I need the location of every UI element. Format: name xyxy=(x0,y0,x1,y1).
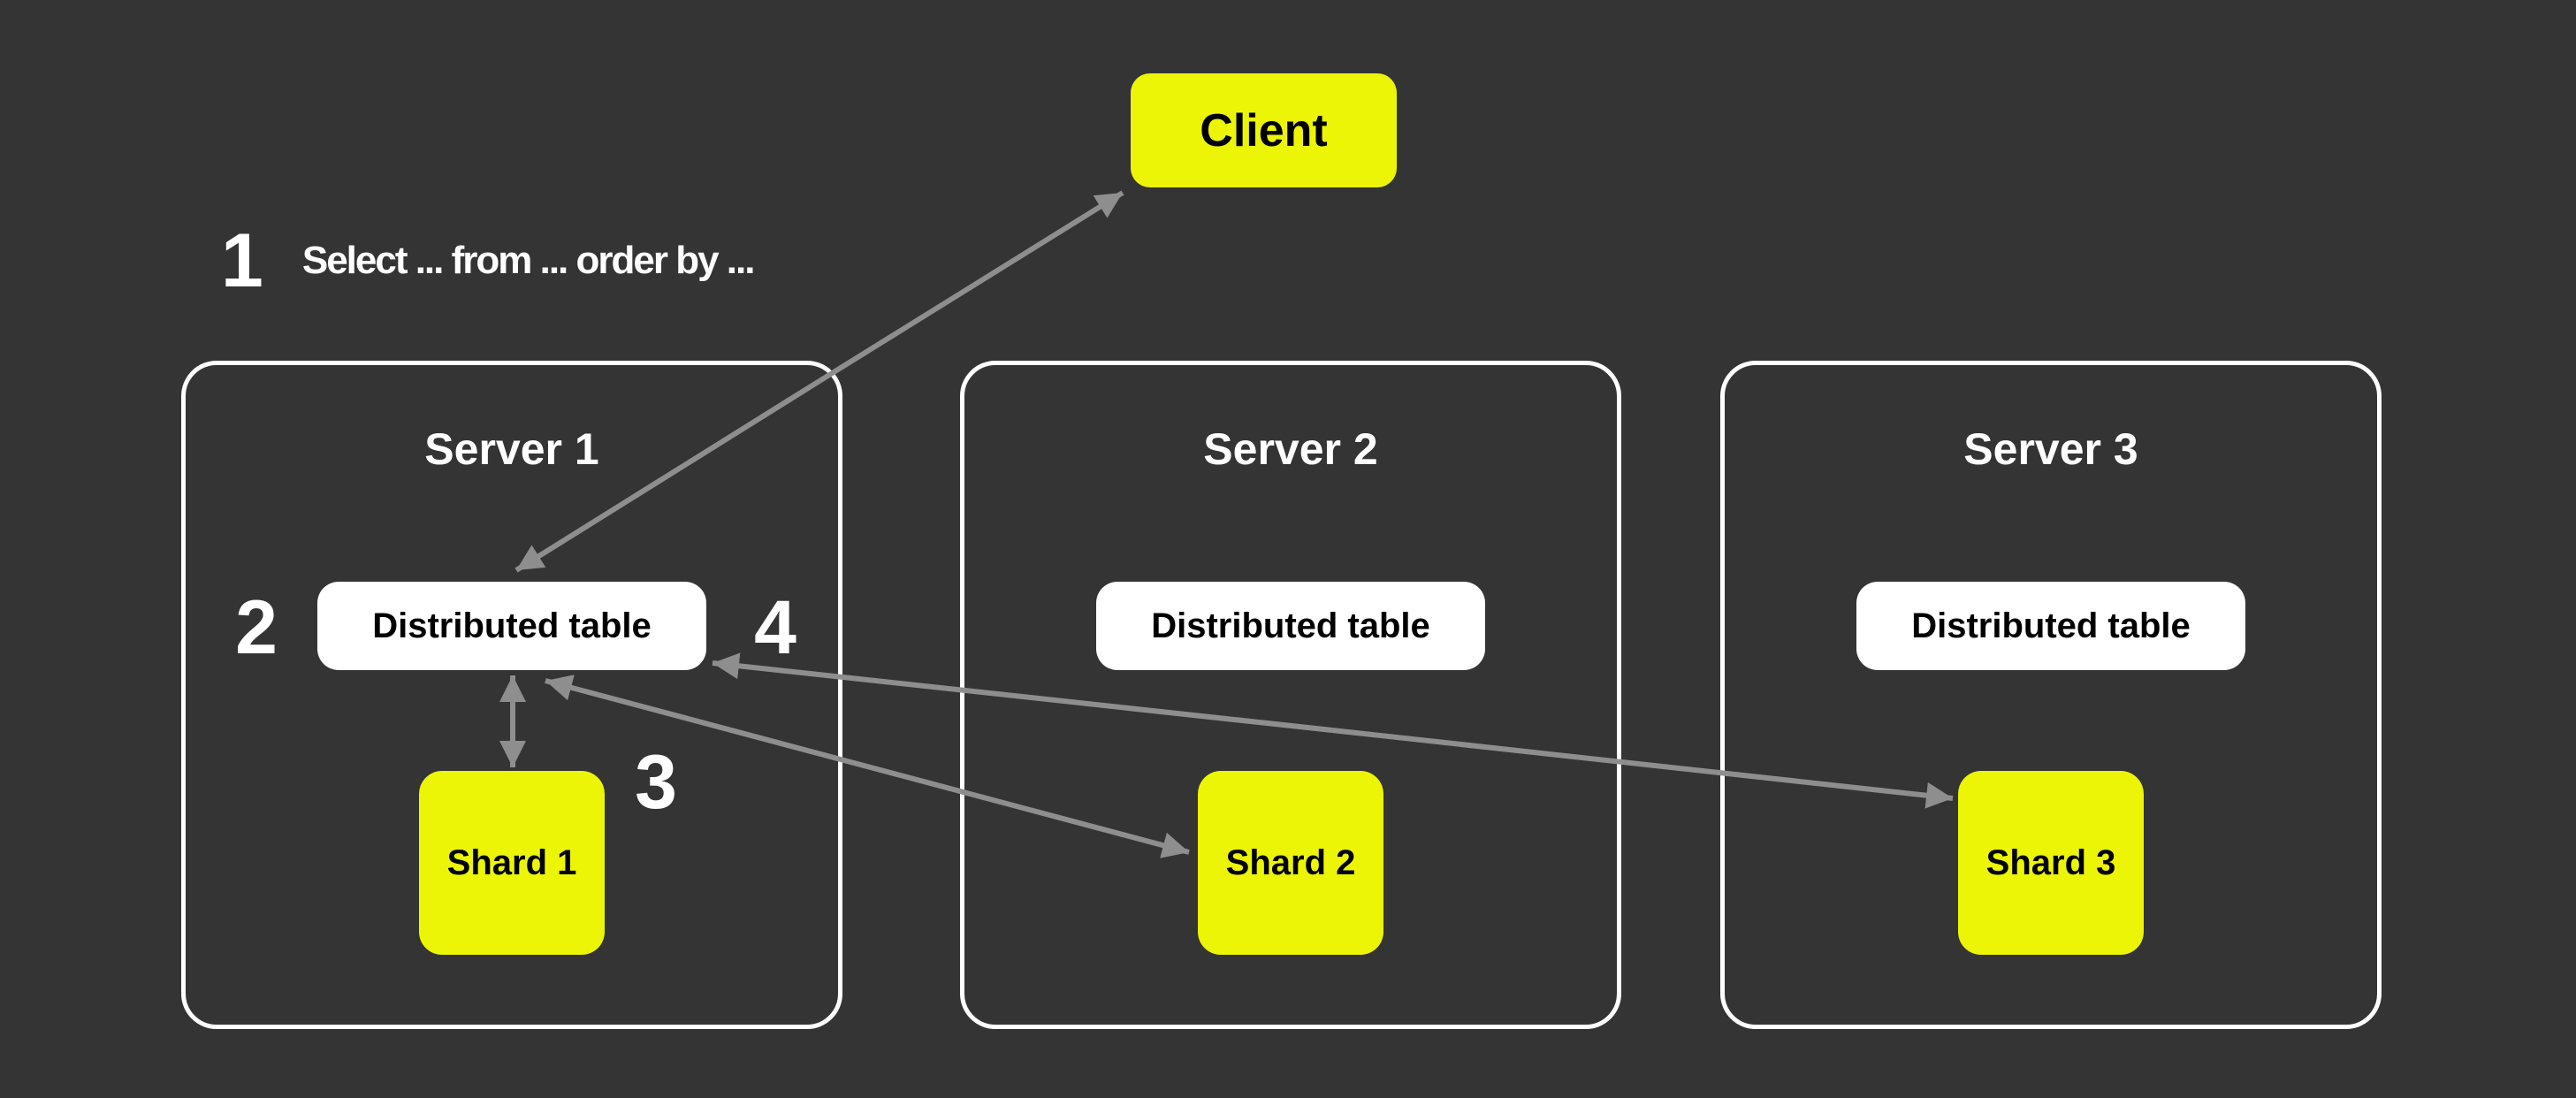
server-3-shard-label: Shard 3 xyxy=(1985,843,2116,882)
step-1-number: 1 xyxy=(221,218,263,303)
server-3-distributed-table-label: Distributed table xyxy=(1911,606,2191,645)
server-1-shard-label: Shard 1 xyxy=(446,843,577,882)
server-2-box: Server 2 Distributed table Shard 2 xyxy=(960,361,1621,1029)
server-2-distributed-table: Distributed table xyxy=(1096,582,1485,670)
step-4-number: 4 xyxy=(754,585,796,670)
server-3-title: Server 3 xyxy=(1963,424,2138,474)
server-1-distributed-table-label: Distributed table xyxy=(372,606,652,645)
server-3-box: Server 3 Distributed table Shard 3 xyxy=(1720,361,2382,1029)
server-2-shard: Shard 2 xyxy=(1198,771,1383,955)
step-1-annotation: 1 Select ... from ... order by ... xyxy=(221,218,756,303)
step-1-query-text: Select ... from ... order by ... xyxy=(301,239,756,282)
server-1-box: Server 1 Distributed table Shard 1 xyxy=(181,361,842,1029)
server-2-shard-label: Shard 2 xyxy=(1225,843,1356,882)
server-1-title: Server 1 xyxy=(424,424,599,474)
server-2-distributed-table-label: Distributed table xyxy=(1151,606,1430,645)
step-2-number: 2 xyxy=(235,585,278,670)
client-label: Client xyxy=(1200,104,1328,156)
server-1-shard: Shard 1 xyxy=(419,771,605,955)
server-3-distributed-table: Distributed table xyxy=(1856,582,2245,670)
server-2-title: Server 2 xyxy=(1203,424,1378,474)
server-3-shard: Shard 3 xyxy=(1958,771,2144,955)
server-1-distributed-table: Distributed table xyxy=(317,582,706,670)
client-node: Client xyxy=(1131,73,1397,187)
